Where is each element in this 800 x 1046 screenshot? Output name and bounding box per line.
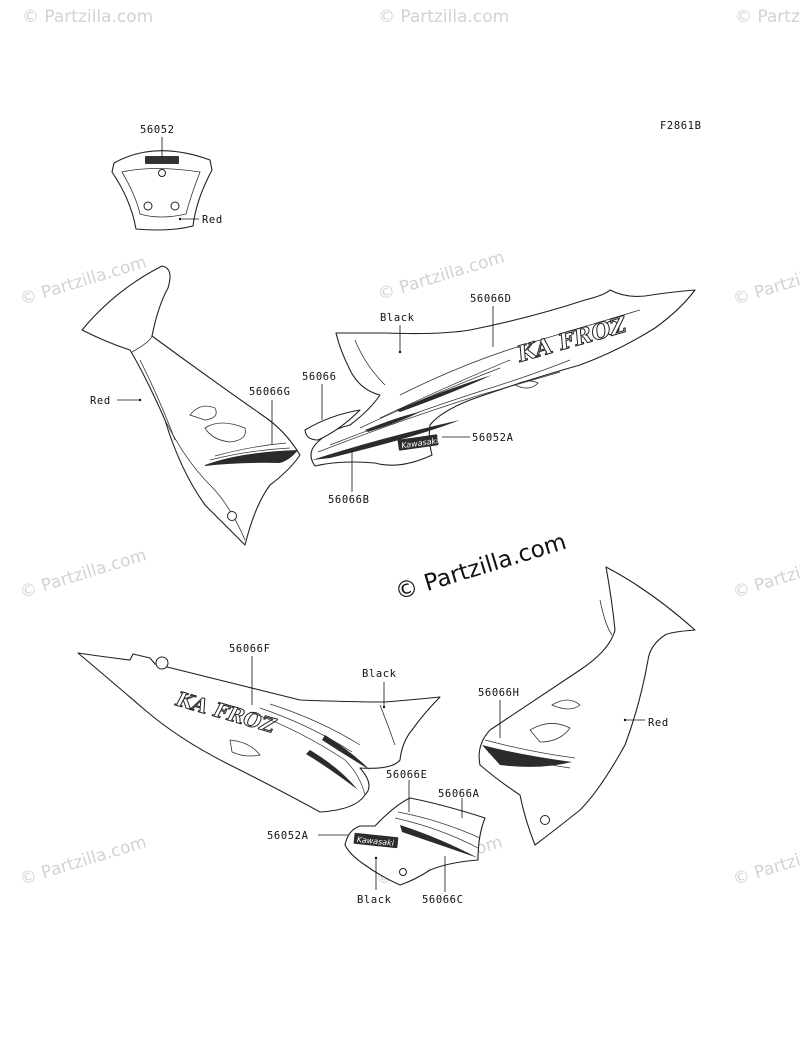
emblem-badge — [145, 156, 179, 164]
center-watermark: © Partzilla.com — [392, 529, 569, 606]
part-left-front-cowl — [81, 265, 301, 546]
watermark-text: © Partzilla.com — [378, 7, 509, 27]
callout-56066F: 56066F — [229, 643, 271, 655]
callout-56066D: 56066D — [470, 293, 512, 305]
callout-56066H: 56066H — [478, 687, 520, 699]
callout-56066E: 56066E — [386, 769, 428, 781]
callout-56066C: 56066C — [422, 894, 464, 906]
callout-56066: 56066 — [302, 371, 337, 383]
callout-56066A: 56066A — [438, 788, 480, 800]
callout-black-right-upper: Black — [380, 312, 415, 324]
part-tail-cover — [111, 150, 213, 231]
callout-black-lower: Black — [362, 668, 397, 680]
part-left-side-cover: KA FROZ — [77, 652, 441, 813]
kawasaki-badge-upper — [397, 434, 439, 451]
callout-56052A-lower: 56052A — [267, 830, 309, 842]
watermark-text: © Partzilla.com — [18, 545, 149, 602]
part-small-side-panel: Kawasaki — [344, 797, 486, 886]
callout-56052A-upper: 56052A — [472, 432, 514, 444]
figure-code: F2861B — [660, 120, 702, 132]
callout-red-top: Red — [202, 214, 223, 226]
kawasaki-badge-text: Kawasaki — [356, 835, 395, 848]
watermark-text: © Partzilla.com — [18, 832, 149, 889]
callout-56052: 56052 — [140, 124, 175, 136]
callout-56066G: 56066G — [249, 386, 291, 398]
watermark-text: © Partzilla.com — [731, 252, 800, 309]
callout-56066B: 56066B — [328, 494, 370, 506]
watermark-text: © Partzilla.com — [22, 7, 153, 27]
callout-red-right: Red — [648, 717, 669, 729]
part-right-side-cover: KA FROZ Kawasaki — [304, 289, 696, 467]
callout-red-left: Red — [90, 395, 111, 407]
callout-black-bottom: Black — [357, 894, 392, 906]
kawasaki-badge-lower — [353, 832, 399, 849]
watermark-text: © Partzilla.com — [731, 545, 800, 602]
watermark-text: © Partzilla.com — [731, 832, 800, 889]
part-right-front-cowl — [478, 566, 696, 846]
watermark-text: © Partzilla.com — [735, 7, 800, 27]
